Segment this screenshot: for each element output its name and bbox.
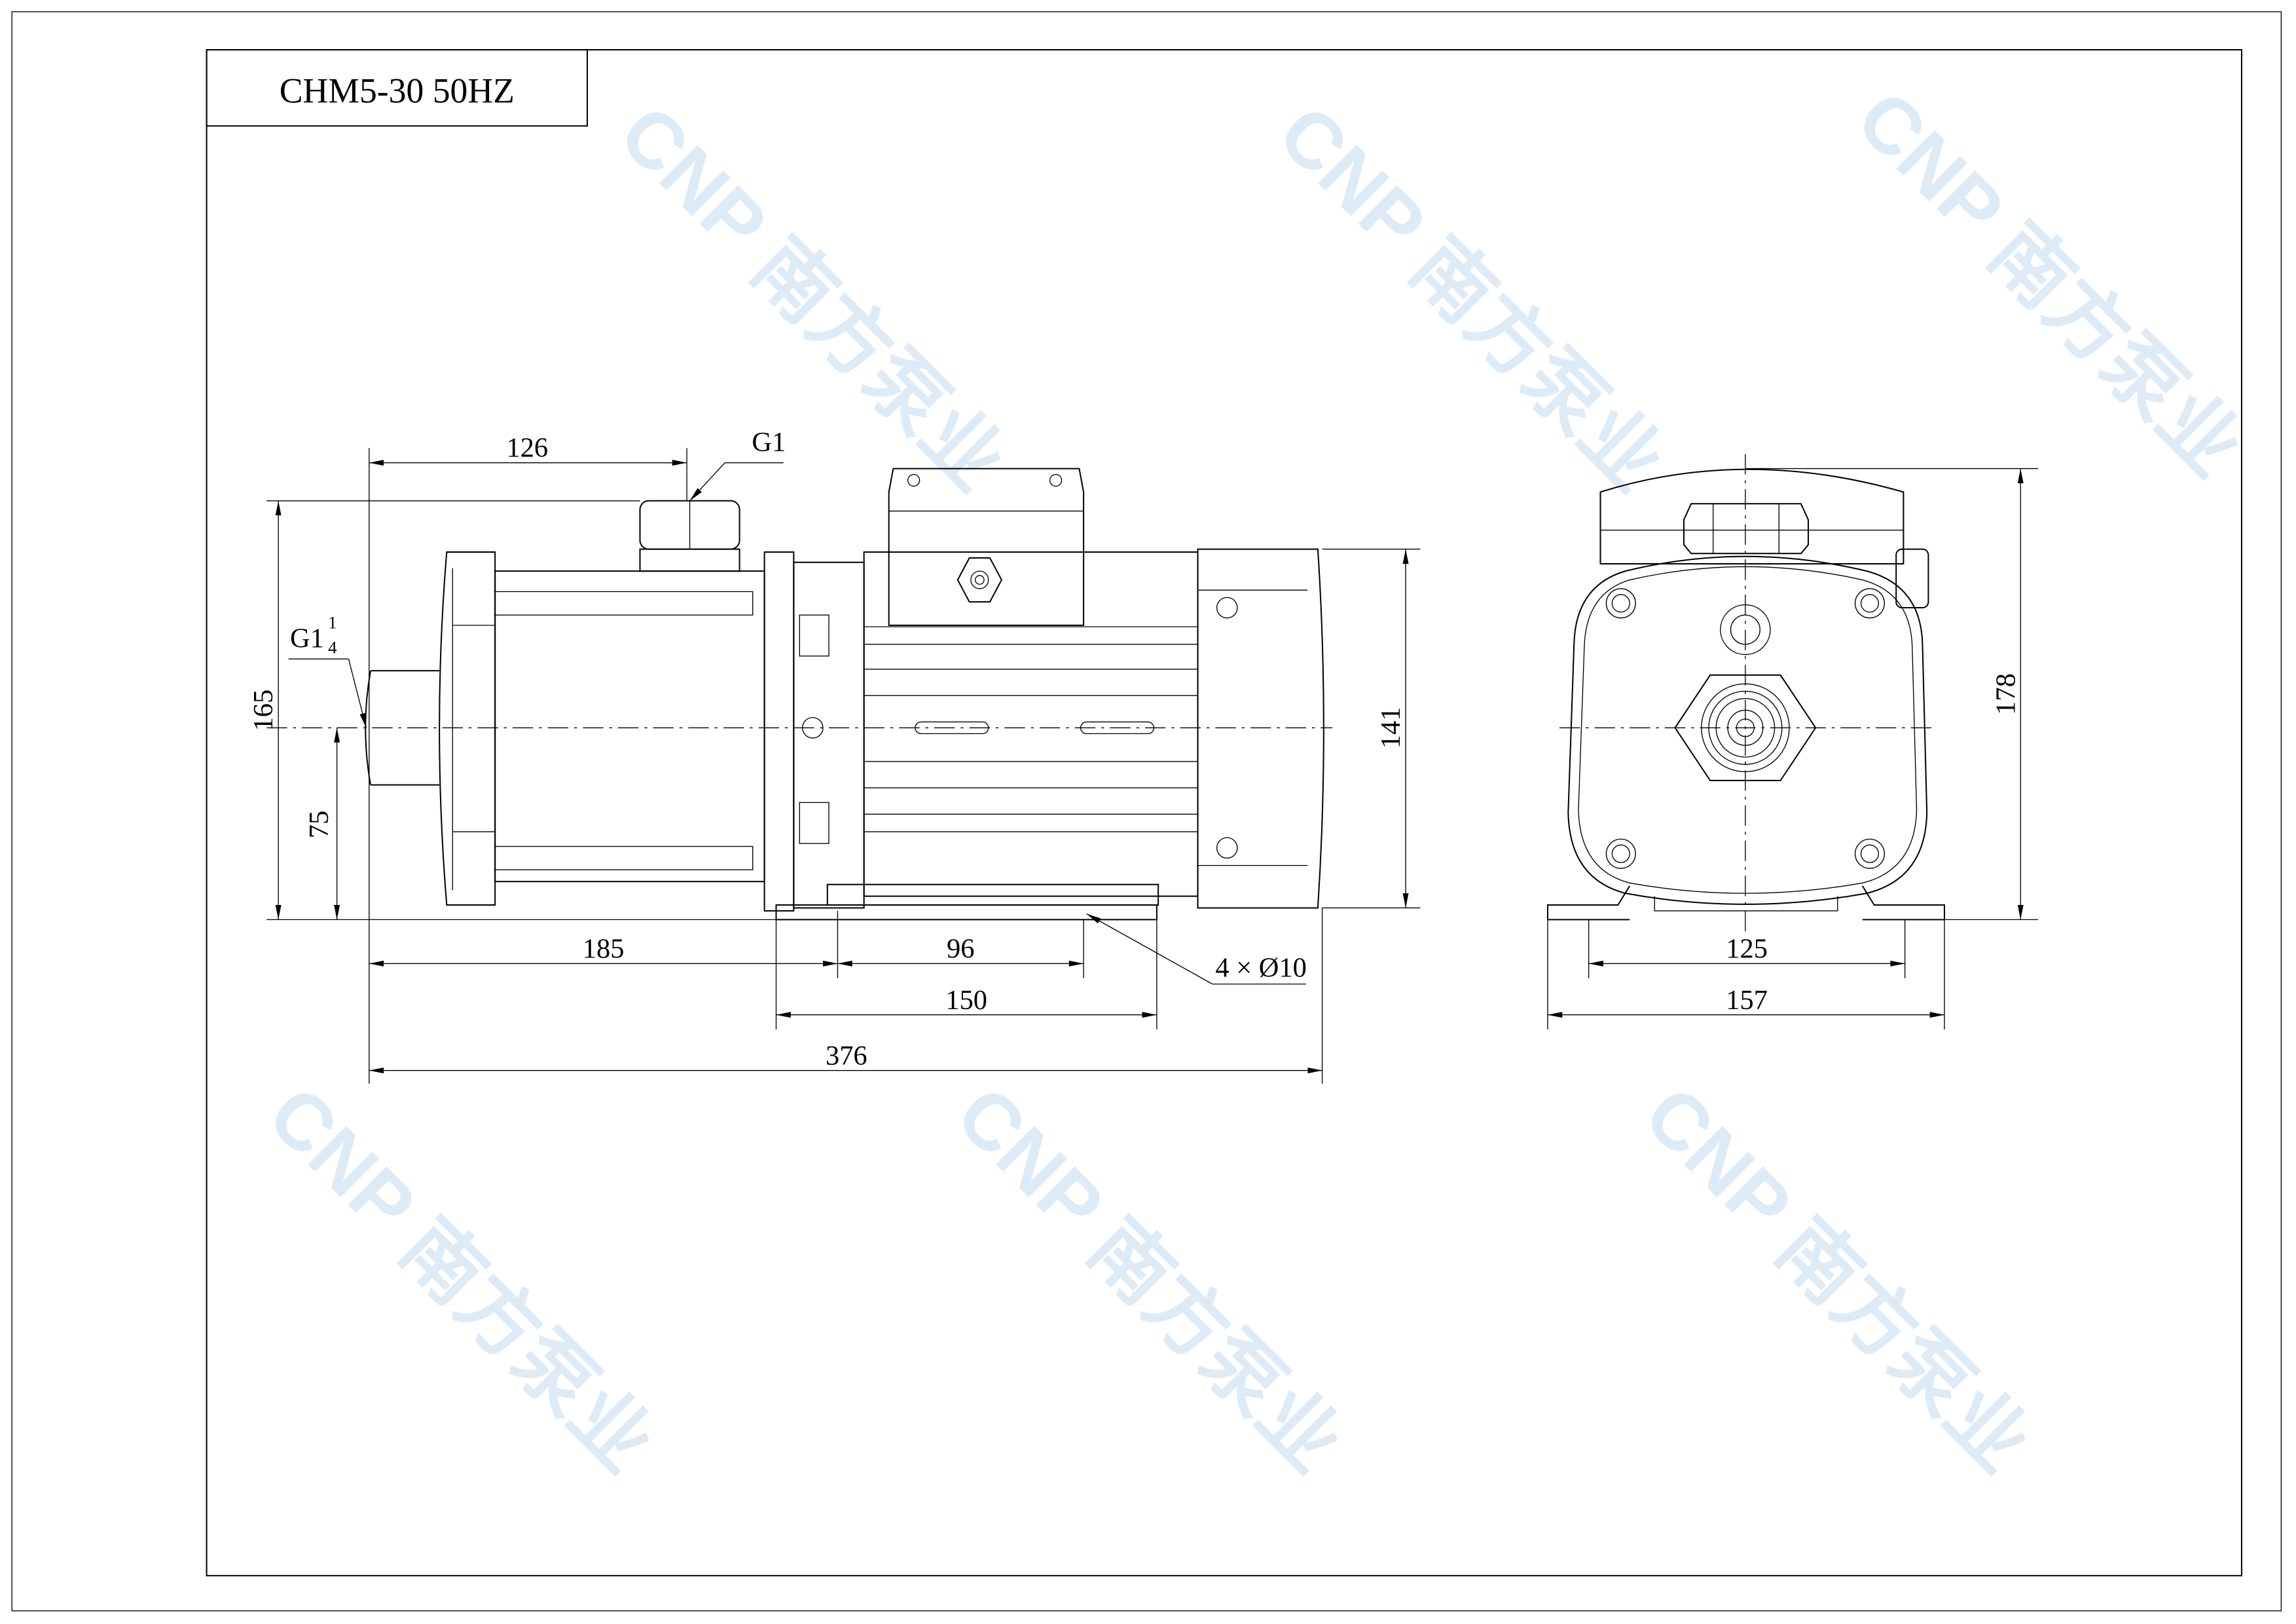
watermark: CNP 南方泵业 — [939, 1070, 1358, 1488]
motor-body — [863, 551, 1199, 897]
dim-178: 178 — [1990, 673, 2021, 715]
inner-frame — [206, 49, 2242, 1577]
dim-150: 150 — [945, 985, 987, 1016]
end-view-dimensions: 178 125 157 — [1547, 468, 2039, 1030]
end-view — [1546, 454, 1946, 938]
inlet-flange — [439, 551, 496, 906]
label-holes: 4 × Ø10 — [1215, 953, 1307, 984]
base-foot — [826, 883, 1159, 906]
dim-185: 185 — [583, 934, 625, 965]
side-view-dimensions: 126 G1 165 75 G1 1 4 141 185 96 150 376 — [248, 427, 1421, 1084]
dim-125: 125 — [1726, 934, 1768, 965]
label-inlet: G1 — [290, 623, 324, 654]
feet — [1546, 885, 1946, 920]
inlet-hex — [1674, 674, 1817, 781]
title-box — [206, 49, 589, 127]
label-g1: G1 — [752, 427, 786, 458]
fan-cover — [1197, 548, 1324, 909]
watermarks: CNP 南方泵业 CNP 南方泵业 CNP 南方泵业 CNP 南方泵业 CNP … — [251, 74, 2259, 1488]
side-view — [266, 468, 1333, 921]
dim-376: 376 — [826, 1041, 867, 1071]
dim-141: 141 — [1376, 707, 1406, 749]
title: CHM5-30 50HZ — [280, 71, 515, 111]
label-inlet-frac-den: 4 — [328, 637, 337, 657]
dim-126: 126 — [506, 433, 548, 464]
inlet-nozzle — [365, 670, 440, 786]
watermark: CNP 南方泵业 — [1628, 1070, 2046, 1488]
pump-body — [494, 570, 765, 883]
cable-gland — [1895, 548, 1929, 609]
watermark: CNP 南方泵业 — [603, 88, 1021, 507]
dim-157: 157 — [1726, 985, 1768, 1016]
terminal-box — [888, 468, 1085, 626]
label-inlet-frac-num: 1 — [328, 612, 337, 632]
dim-165: 165 — [248, 690, 279, 731]
watermark: CNP 南方泵业 — [1840, 74, 2259, 492]
dim-75: 75 — [304, 811, 335, 838]
outer-border — [11, 11, 2282, 1612]
pump-end-face — [1567, 555, 1928, 905]
watermark: CNP 南方泵业 — [251, 1070, 670, 1488]
dim-96: 96 — [947, 934, 974, 965]
bracket — [763, 551, 795, 912]
watermark: CNP 南方泵业 — [1262, 88, 1680, 507]
